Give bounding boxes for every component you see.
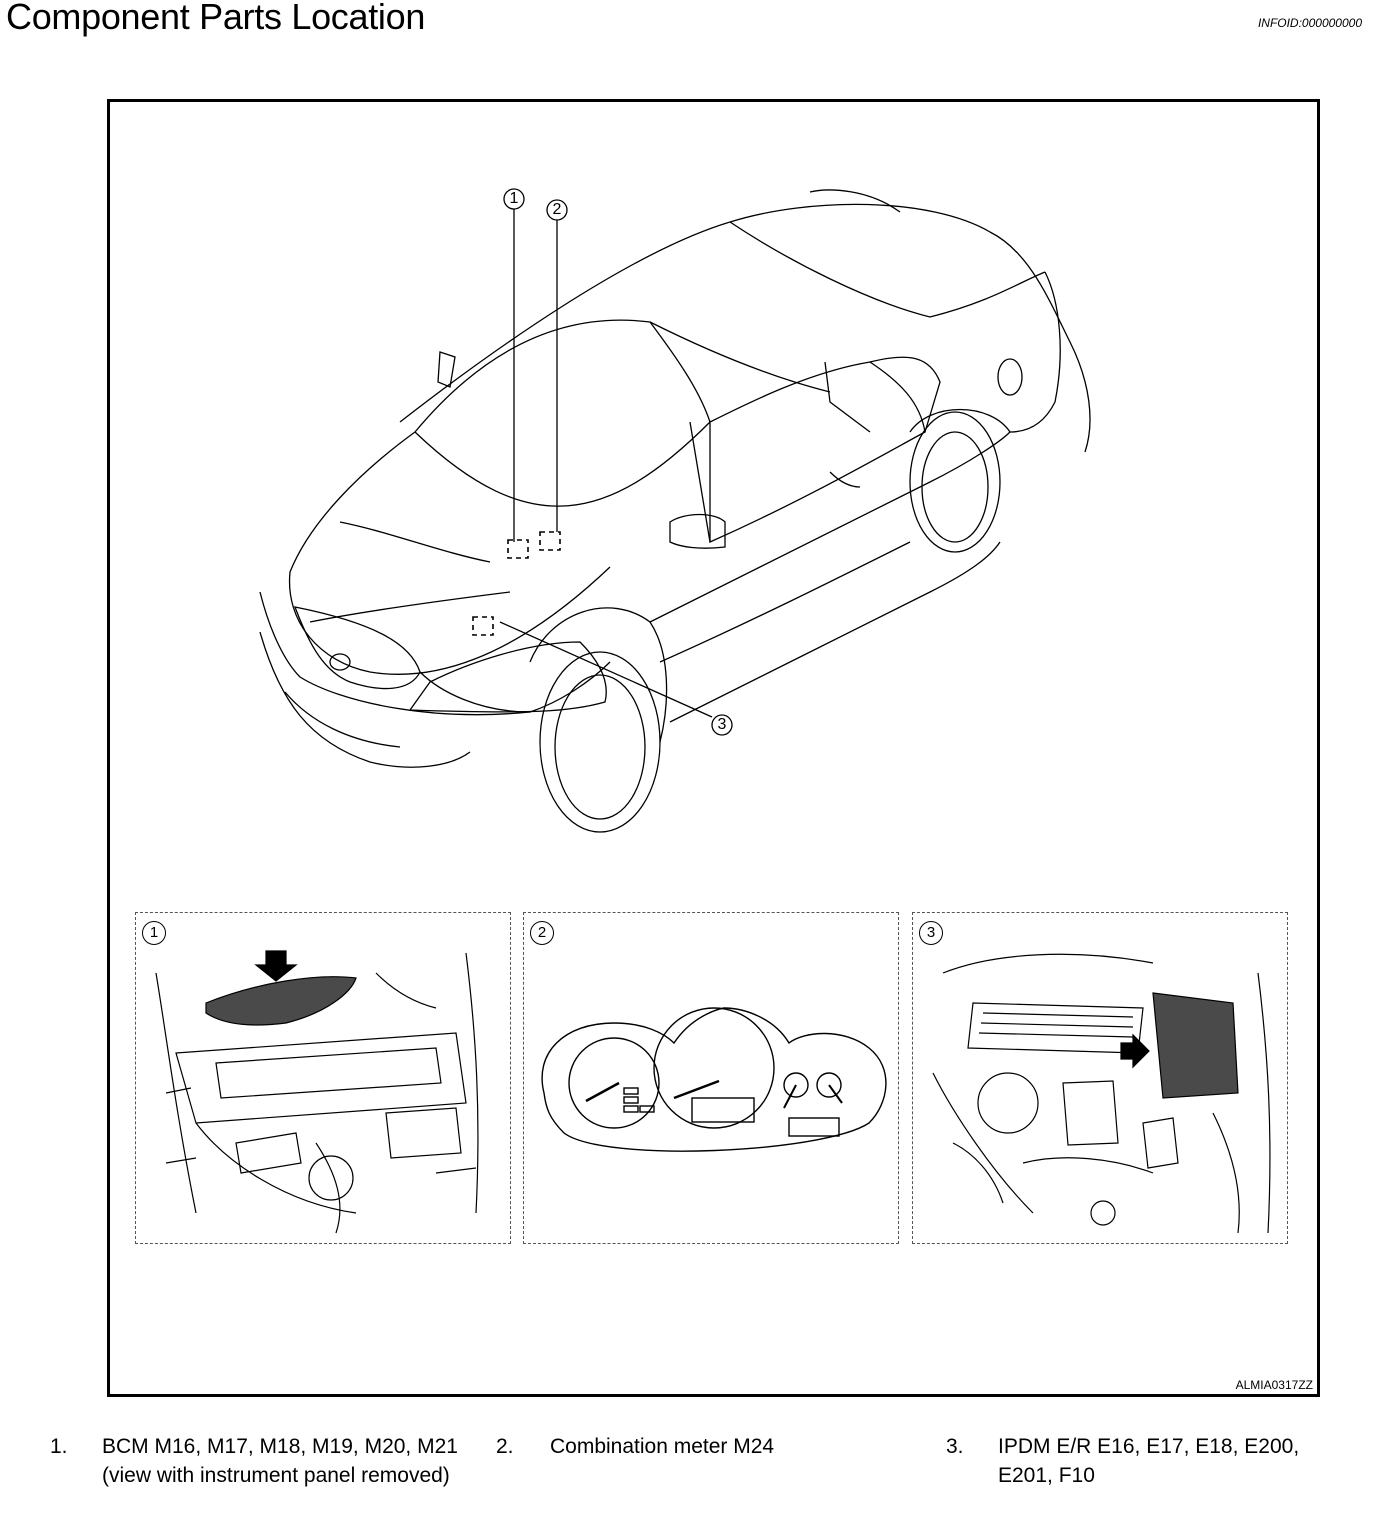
ipdm-illustration xyxy=(932,953,1271,1234)
bcm-illustration xyxy=(155,950,479,1234)
legend-text: IPDM E/R E16, E17, E18, E200, E201, F10 xyxy=(998,1435,1300,1487)
legend-number: 2. xyxy=(496,1435,514,1458)
figure-code: ALMIA0317ZZ xyxy=(1235,1378,1313,1392)
callout-3: 3 xyxy=(717,716,727,733)
panel-number-1: 1 xyxy=(142,921,166,945)
combination-meter-illustration xyxy=(541,1007,887,1152)
detail-panel-ipdm: 3 xyxy=(912,912,1288,1244)
legend-number: 1. xyxy=(50,1435,68,1458)
panel-number-3: 3 xyxy=(919,921,943,945)
info-id: INFOID:000000000 xyxy=(1257,16,1362,30)
callout-2: 2 xyxy=(552,201,562,218)
detail-panel-bcm: 1 xyxy=(135,912,511,1244)
car-illustration xyxy=(259,188,1091,833)
legend-text: Combination meter M24 xyxy=(550,1435,775,1458)
panel-number-2: 2 xyxy=(530,921,554,945)
legend-text: BCM M16, M17, M18, M19, M20, M21 (view w… xyxy=(102,1435,458,1487)
page-title: Component Parts Location xyxy=(6,0,426,37)
detail-panel-combination-meter: 2 xyxy=(523,912,899,1244)
callout-1: 1 xyxy=(509,190,519,207)
figure-frame: 1 2 3 1 xyxy=(107,99,1320,1397)
legend-number: 3. xyxy=(946,1435,964,1458)
